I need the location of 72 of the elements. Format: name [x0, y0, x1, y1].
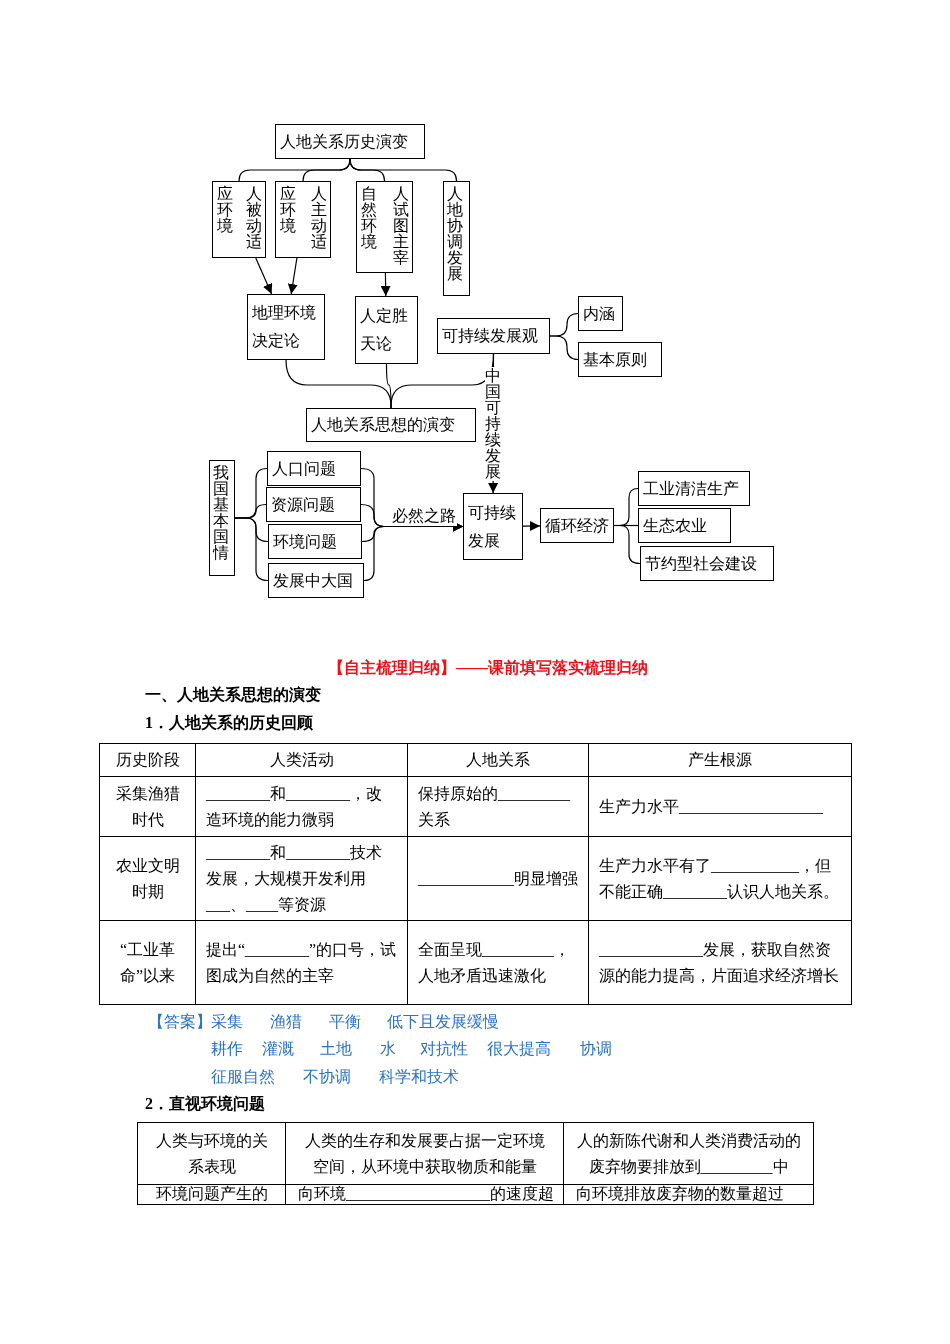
concept-box: 可持续发展观	[437, 318, 550, 354]
table-header-cell: 产生根源	[588, 743, 852, 777]
arrow	[255, 257, 273, 295]
answer-text: 采集	[211, 1012, 243, 1032]
answer-text: 对抗性	[420, 1039, 468, 1059]
table-cell: ________和________技术发展，大规模开发利用___、____等资源	[195, 836, 408, 921]
subsection-title: 2．直视环境问题	[145, 1094, 265, 1114]
edge-label: 中国可持续发展	[484, 366, 502, 481]
concept-box: 人地关系思想的演变	[306, 408, 476, 442]
concept-box: 人试图主宰自然环境	[356, 181, 413, 273]
answer-text: 水	[380, 1039, 396, 1059]
edge-label: 必然之路	[390, 505, 457, 526]
answer-text: 耕作	[211, 1039, 243, 1059]
table-cell: 保持原始的_________关系	[407, 776, 589, 837]
brace-arrow	[363, 521, 464, 582]
concept-box: 人口问题	[267, 451, 361, 486]
table-cell: 环境问题产生的	[137, 1184, 286, 1205]
answer-text: 科学和技术	[379, 1067, 459, 1087]
answer-label: 【答案】	[148, 1012, 212, 1032]
concept-box: 人主动适应环境	[275, 181, 331, 258]
concept-box: 人定胜天论	[355, 296, 418, 364]
table-cell: 生产力水平有了___________，但不能正确________认识人地关系。	[588, 836, 852, 921]
table-cell: ________和________，改造环境的能力微弱	[195, 776, 408, 837]
concept-box: 内涵	[578, 296, 623, 331]
concept-box: 节约型社会建设	[640, 546, 774, 581]
brace-connector	[302, 158, 351, 182]
table-cell: 提出“________”的口号，试图成为自然的主宰	[195, 920, 408, 1005]
answer-text: 灌溉	[262, 1039, 294, 1059]
answer-text: 很大提高	[487, 1039, 551, 1059]
section-heading: 【自主梳理归纳】——课前填写落实梳理归纳	[328, 658, 648, 678]
concept-box: 人地关系历史演变	[275, 124, 425, 159]
concept-box: 基本原则	[578, 342, 662, 377]
table-header-cell: 历史阶段	[99, 743, 196, 777]
table-cell: _____________发展，获取自然资源的能力提高，片面追求经济增长	[588, 920, 852, 1005]
concept-box: 地理环境决定论	[247, 294, 325, 360]
arrow	[287, 257, 298, 295]
table-cell: 生产力水平__________________	[588, 776, 852, 837]
table-cell: 人类的生存和发展要占据一定环境空间，从环境中获取物质和能量	[285, 1122, 564, 1185]
concept-box: 循环经济	[540, 508, 614, 543]
concept-box: 人地协调发展	[443, 181, 470, 296]
answer-text: 渔猎	[270, 1012, 302, 1032]
concept-box: 资源问题	[266, 487, 361, 522]
answer-text: 不协调	[303, 1067, 351, 1087]
brace-connector	[613, 524, 641, 565]
concept-box: 发展中大国	[268, 563, 364, 598]
concept-box: 可持续发展	[463, 493, 523, 560]
table-cell: 采集渔猎时代	[99, 776, 196, 837]
table-cell: 向环境__________________的速度超	[285, 1184, 564, 1205]
table-cell: 农业文明时期	[99, 836, 196, 921]
table-cell: “工业革命”以来	[99, 920, 196, 1005]
table-cell: 人类与环境的关系表现	[137, 1122, 286, 1185]
concept-box: 工业清洁生产	[638, 471, 750, 506]
answer-text: 土地	[320, 1039, 352, 1059]
section-title: 一、人地关系思想的演变	[145, 685, 321, 705]
concept-box: 生态农业	[638, 508, 731, 543]
answer-text: 低下且发展缓慢	[387, 1012, 499, 1032]
brace-connector	[549, 335, 579, 361]
answer-text: 协调	[580, 1039, 612, 1059]
arrow	[522, 521, 541, 531]
arrow	[380, 272, 391, 297]
table-cell: 全面呈现_________，人地矛盾迅速激化	[407, 920, 589, 1005]
answer-text: 平衡	[329, 1012, 361, 1032]
concept-box: 环境问题	[268, 524, 362, 559]
table-header-cell: 人地关系	[407, 743, 589, 777]
concept-box: 我国基本国情	[209, 460, 235, 576]
table-header-cell: 人类活动	[195, 743, 408, 777]
concept-box: 人被动适应环境	[212, 181, 266, 258]
subsection-title: 1．人地关系的历史回顾	[145, 713, 313, 733]
answer-text: 征服自然	[211, 1067, 275, 1087]
table-cell: 人的新陈代谢和人类消费活动的废弃物要排放到_________中	[563, 1122, 814, 1185]
table-cell: ____________明显增强	[407, 836, 589, 921]
table-cell: 向环境排放废弃物的数量超过	[563, 1184, 814, 1205]
